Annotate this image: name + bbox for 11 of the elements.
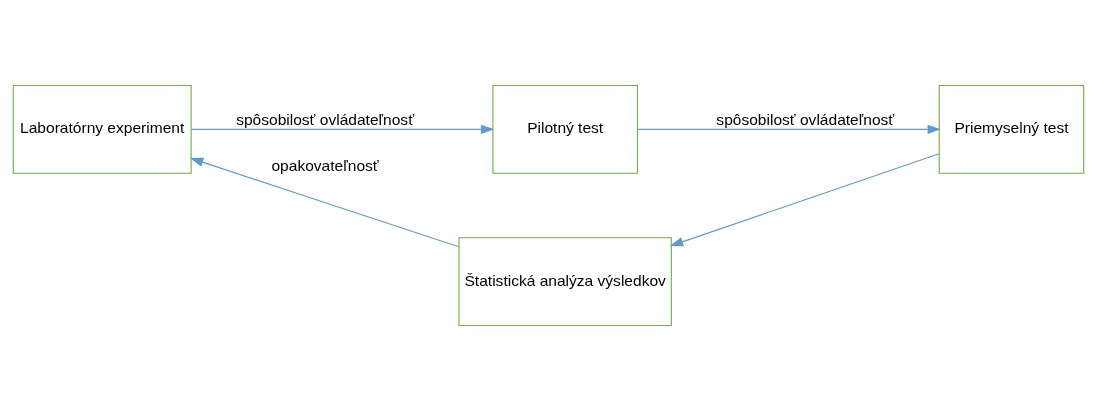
- arrow: [191, 124, 495, 135]
- node-box: Priemyselný test: [938, 84, 1085, 174]
- arrow: [190, 157, 460, 248]
- edge-label: spôsobilosť ovládateľnosť: [236, 111, 414, 129]
- edge-label: spôsobilosť ovládateľnosť: [716, 111, 895, 129]
- node-box: Laboratórny experiment: [12, 84, 192, 174]
- node-box: Štatistická analýza výsledkov: [458, 237, 672, 327]
- arrow: [637, 124, 941, 135]
- edge-label: opakovateľnosť: [271, 156, 379, 174]
- arrow: [669, 153, 940, 247]
- node-box: Pilotný test: [492, 84, 638, 174]
